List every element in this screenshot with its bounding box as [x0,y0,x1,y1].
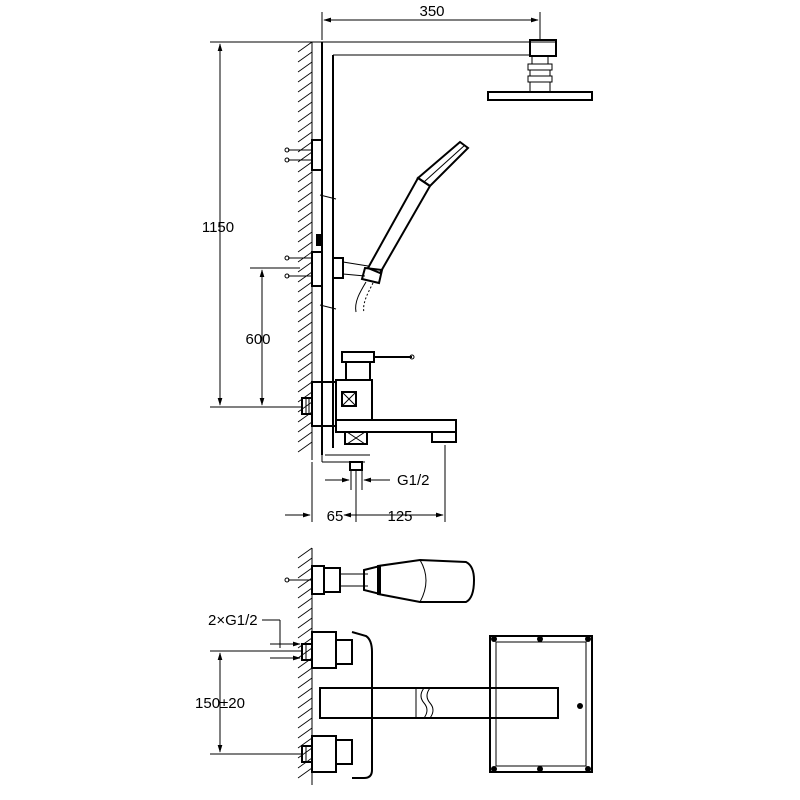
hatch-line [297,351,313,363]
hatch-line [297,697,313,709]
hatch-line [297,81,313,93]
mounting-plate [489,635,593,773]
hatch-line [297,597,313,609]
hatch-line [297,311,313,323]
hatch-line [297,371,313,383]
hatch-line [297,331,313,343]
hatch-line [297,557,313,569]
hatch-line [297,431,313,443]
hatch-line [297,101,313,113]
hatch-line [297,627,313,639]
hatch-line [297,381,313,393]
hatch-line [297,667,313,679]
hatch-line [297,341,313,353]
hatch-line [297,271,313,283]
hatch-line [297,191,313,203]
hatch-line [297,587,313,599]
inlet-spacing-label: 150±20 [195,695,245,712]
hatch-line [297,717,313,729]
inlet-thread-label: 2×G1/2 [208,612,258,629]
hatch-line [297,687,313,699]
hatch-line [297,607,313,619]
hatch-line [297,41,313,53]
hatch-line [297,201,313,213]
hatch-line [297,737,313,749]
hatch-line [297,241,313,253]
dimension-total-height [210,41,322,408]
hatch-line [297,401,313,413]
hatch-line [297,421,313,433]
hatch-line [297,291,313,303]
hatch-line [297,767,313,779]
wall-bracket-upper [284,139,323,171]
hatch-line [297,131,313,143]
hand-shower [332,140,470,314]
wall-hatching-lower [297,547,313,785]
hatch-line [297,161,313,173]
hatch-line [297,441,313,453]
hatch-line [297,707,313,719]
hand-shower-plan [284,558,476,603]
plan-view: 2×G1/2 150±20 [195,547,593,785]
hatch-line [297,211,313,223]
hatch-line [297,677,313,689]
thermostatic-mixer [301,351,457,471]
wall-bracket-middle [284,234,323,287]
hatch-line [297,221,313,233]
mixer-height-label: 600 [245,331,270,348]
hatch-line [297,61,313,73]
overhead-shower-head [487,55,593,101]
hatch-line [297,361,313,373]
hatch-line [297,321,313,333]
hatch-line [297,547,313,559]
dimension-thread [325,470,390,490]
side-elevation-view: 350 1150 600 G1/2 65 125 [202,3,593,525]
hatch-line [297,567,313,579]
mixer-plan [301,631,559,779]
hatch-line [297,747,313,759]
hatch-line [297,71,313,83]
hatch-line [297,301,313,313]
thread-size-label: G1/2 [397,472,430,489]
dimension-arm-length [321,12,541,40]
hatch-line [297,121,313,133]
dimension-mixer-height [250,267,300,406]
hatch-line [297,231,313,243]
hatch-line [297,171,313,183]
hatch-line [297,647,313,659]
hatch-line [297,251,313,263]
dimension-inlet-thread [262,619,301,661]
hatch-line [297,111,313,123]
hatch-line [297,261,313,273]
hatch-line [297,281,313,293]
wall-offset-label: 65 [327,508,344,525]
hatch-line [297,727,313,739]
dimension-inlet-spacing [210,650,302,755]
dimension-offsets [285,445,446,522]
arm-length-label: 350 [419,3,444,20]
hatch-line [297,617,313,629]
total-height-label: 1150 [202,219,234,236]
hatch-line [297,181,313,193]
spout-length-label: 125 [387,508,412,525]
hatch-line [297,91,313,103]
hatch-line [297,51,313,63]
